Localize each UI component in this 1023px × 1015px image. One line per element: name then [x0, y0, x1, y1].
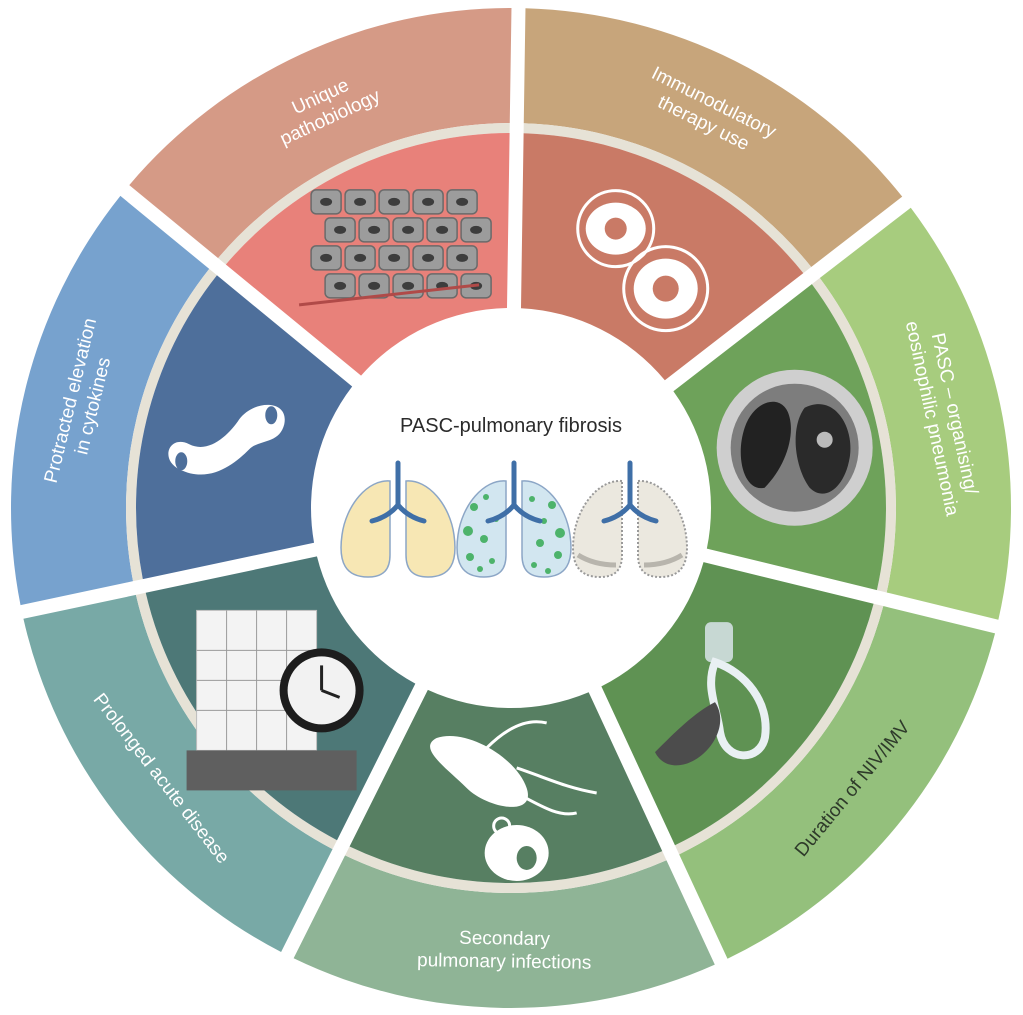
segment-label-line: Secondary: [459, 928, 551, 950]
calendar-clock-icon: [186, 609, 364, 791]
segment-separator-ring: [126, 268, 217, 582]
segment-outer-band: [129, 8, 512, 259]
segment-outer-band: [293, 855, 715, 1008]
segment-separator-ring: [811, 278, 896, 593]
cell-pair-icon: [576, 189, 710, 333]
ct-scan-icon: [716, 369, 873, 526]
segment-outer-band: [523, 8, 903, 267]
segment-icons: [168, 189, 873, 881]
segment-niv: [601, 562, 996, 959]
healthy-lung-icon: [340, 460, 456, 578]
fibrotic-lung-icon: [572, 460, 688, 579]
lungs-illustration: [340, 460, 688, 579]
segment-label-infections: Secondarypulmonary infections: [417, 927, 592, 974]
epithelial-cells-icon: [298, 189, 492, 307]
segment-outer-band: [679, 606, 996, 959]
segment-outer-band: [10, 195, 210, 606]
segment-label-line: pulmonary infections: [417, 950, 592, 974]
segment-outer-band: [819, 207, 1011, 620]
dumbbell-cell-icon: [168, 404, 285, 475]
oxygen-mask-icon: [655, 622, 770, 766]
segment-immuno: [520, 8, 903, 381]
bacterium-icon: [430, 720, 597, 881]
center-title: PASC-pulmonary fibrosis: [400, 415, 622, 437]
segment-inner-panel: [601, 562, 874, 846]
segment-inner-panel: [520, 133, 804, 381]
segment-separator-ring: [345, 846, 667, 893]
infected-lung-icon: [456, 460, 572, 578]
segment-outer-band: [23, 594, 333, 953]
